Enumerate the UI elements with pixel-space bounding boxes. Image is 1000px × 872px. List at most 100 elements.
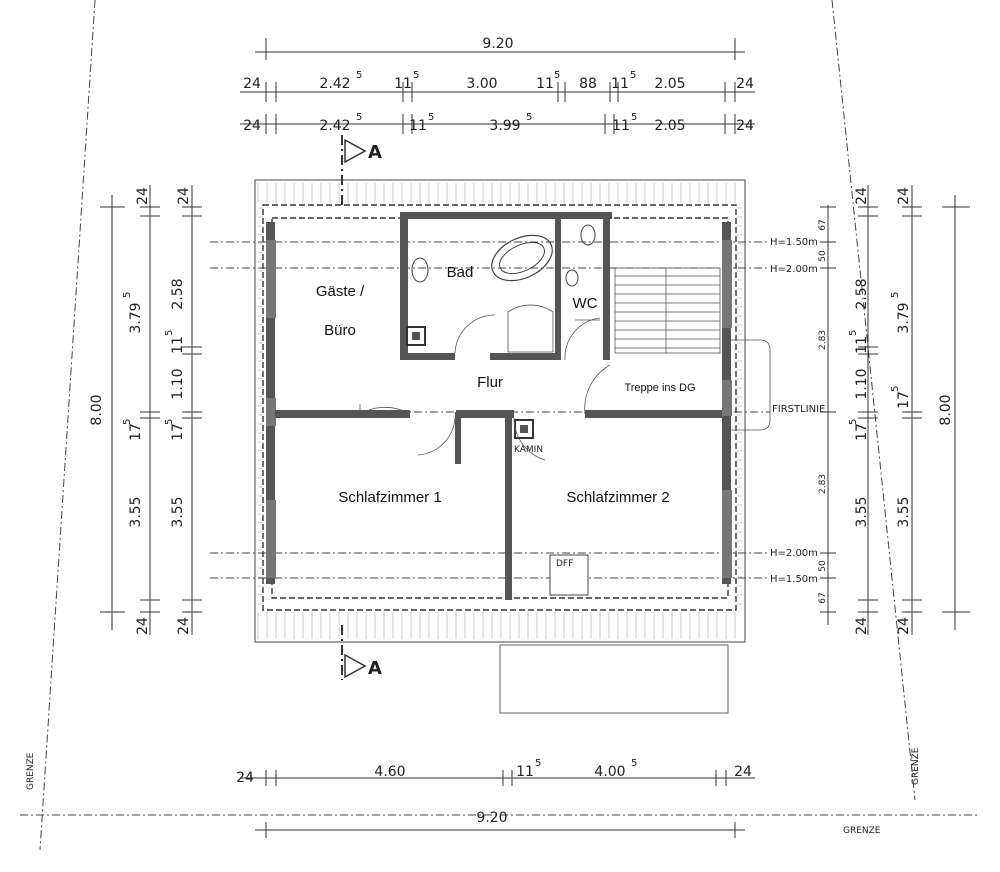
- grenze-label-right: GRENZE: [911, 747, 921, 785]
- svg-text:11: 11: [612, 118, 630, 134]
- height-label-4: H=1.50m: [770, 574, 818, 585]
- svg-text:24: 24: [243, 118, 261, 134]
- kamin-label: KAMIN: [514, 445, 543, 455]
- grenze-label-bottom: GRENZE: [843, 826, 881, 836]
- svg-text:5: 5: [164, 330, 175, 336]
- svg-text:24: 24: [176, 617, 192, 635]
- dim-bottom-total: 9.20: [476, 810, 507, 826]
- svg-text:88: 88: [579, 76, 597, 92]
- svg-text:5: 5: [428, 112, 434, 123]
- svg-text:11: 11: [611, 76, 629, 92]
- svg-text:11: 11: [536, 76, 554, 92]
- room-flur: Flur: [477, 374, 503, 391]
- svg-text:24: 24: [896, 187, 912, 205]
- svg-text:24: 24: [135, 617, 151, 635]
- height-label-3: H=2.00m: [770, 548, 818, 559]
- staircase: [614, 267, 721, 354]
- svg-text:5: 5: [413, 70, 419, 81]
- room-schlafzimmer-2: Schlafzimmer 2: [566, 489, 669, 506]
- section-marker-bottom: A: [341, 625, 382, 680]
- svg-text:1.10: 1.10: [854, 368, 870, 399]
- dimension-left: 8.00 24 3.79 5 17 5 3.55 24 24 2.58 11 5…: [89, 185, 202, 635]
- dff-label: DFF: [556, 559, 573, 569]
- svg-text:50: 50: [818, 560, 828, 572]
- svg-text:50: 50: [818, 250, 828, 262]
- svg-text:24: 24: [736, 118, 754, 134]
- section-marker-top: A: [341, 135, 382, 205]
- roof-overhang: [254, 179, 746, 643]
- room-wc: WC: [573, 295, 598, 312]
- dim-right-total: 8.00: [938, 394, 954, 425]
- svg-text:17: 17: [128, 423, 144, 441]
- svg-text:2.42: 2.42: [319, 118, 350, 134]
- svg-text:11: 11: [516, 764, 534, 780]
- svg-text:11: 11: [170, 336, 186, 354]
- svg-text:67: 67: [818, 592, 828, 603]
- svg-text:24: 24: [896, 617, 912, 635]
- dimension-bottom: 24 4.60 11 5 4.00 5 24 9.20: [236, 758, 755, 838]
- svg-text:11: 11: [394, 76, 412, 92]
- svg-text:5: 5: [554, 70, 560, 81]
- room-buero: Büro: [324, 322, 356, 339]
- grenze-label-left: GRENZE: [26, 752, 36, 790]
- svg-text:3.55: 3.55: [128, 496, 144, 527]
- svg-text:3.55: 3.55: [854, 496, 870, 527]
- svg-text:3.79: 3.79: [896, 302, 912, 333]
- svg-text:5: 5: [631, 758, 637, 769]
- svg-text:3.00: 3.00: [466, 76, 497, 92]
- dimension-top: 9.20 24 2.42 5 11 5 3.00 11 5 88 11 5 2.…: [240, 36, 755, 134]
- svg-text:5: 5: [890, 292, 901, 298]
- svg-text:1.10: 1.10: [170, 368, 186, 399]
- svg-text:2.83: 2.83: [818, 474, 828, 494]
- svg-text:5: 5: [890, 386, 901, 392]
- height-label-2: H=2.00m: [770, 264, 818, 275]
- room-labels: Gäste / Büro Bad WC Flur Treppe ins DG S…: [316, 264, 696, 506]
- svg-text:5: 5: [848, 330, 859, 336]
- svg-text:5: 5: [630, 70, 636, 81]
- height-label-1: H=1.50m: [770, 237, 818, 248]
- svg-text:5: 5: [122, 419, 133, 425]
- room-treppe: Treppe ins DG: [624, 382, 695, 394]
- svg-text:5: 5: [848, 419, 859, 425]
- svg-text:5: 5: [526, 112, 532, 123]
- eave-line: [262, 204, 737, 611]
- svg-text:A: A: [368, 142, 382, 163]
- svg-text:5: 5: [356, 112, 362, 123]
- svg-text:3.55: 3.55: [896, 496, 912, 527]
- svg-text:11: 11: [409, 118, 427, 134]
- terrace-outline: [499, 644, 729, 714]
- walls: [266, 212, 732, 600]
- svg-text:5: 5: [631, 112, 637, 123]
- dim-top-total: 9.20: [482, 36, 513, 52]
- svg-text:24: 24: [854, 617, 870, 635]
- svg-text:2.58: 2.58: [854, 278, 870, 309]
- svg-text:3.99: 3.99: [489, 118, 520, 134]
- doors: [359, 314, 611, 461]
- dimension-right: 67 50 2.83 2.83 50 67 8.00 24 2.58 11 5 …: [818, 185, 970, 635]
- svg-text:A: A: [368, 658, 382, 679]
- room-schlafzimmer-1: Schlafzimmer 1: [338, 489, 441, 506]
- svg-text:24: 24: [236, 770, 254, 786]
- svg-text:5: 5: [164, 419, 175, 425]
- bathroom-fixtures: [411, 224, 600, 353]
- svg-text:5: 5: [535, 758, 541, 769]
- svg-text:11: 11: [854, 336, 870, 354]
- svg-text:5: 5: [356, 70, 362, 81]
- svg-text:24: 24: [854, 187, 870, 205]
- svg-text:24: 24: [736, 76, 754, 92]
- firstlinie-bump: [731, 339, 771, 431]
- svg-text:24: 24: [243, 76, 261, 92]
- room-gaeste: Gäste /: [316, 283, 365, 300]
- svg-text:67: 67: [818, 219, 828, 230]
- svg-text:5: 5: [122, 292, 133, 298]
- svg-text:17: 17: [854, 423, 870, 441]
- firstlinie-label: FIRSTLINIE: [772, 404, 825, 415]
- svg-text:17: 17: [170, 423, 186, 441]
- svg-text:24: 24: [176, 187, 192, 205]
- svg-text:2.05: 2.05: [654, 118, 685, 134]
- svg-text:4.00: 4.00: [594, 764, 625, 780]
- svg-text:2.83: 2.83: [818, 330, 828, 350]
- svg-text:4.60: 4.60: [374, 764, 405, 780]
- svg-text:2.58: 2.58: [170, 278, 186, 309]
